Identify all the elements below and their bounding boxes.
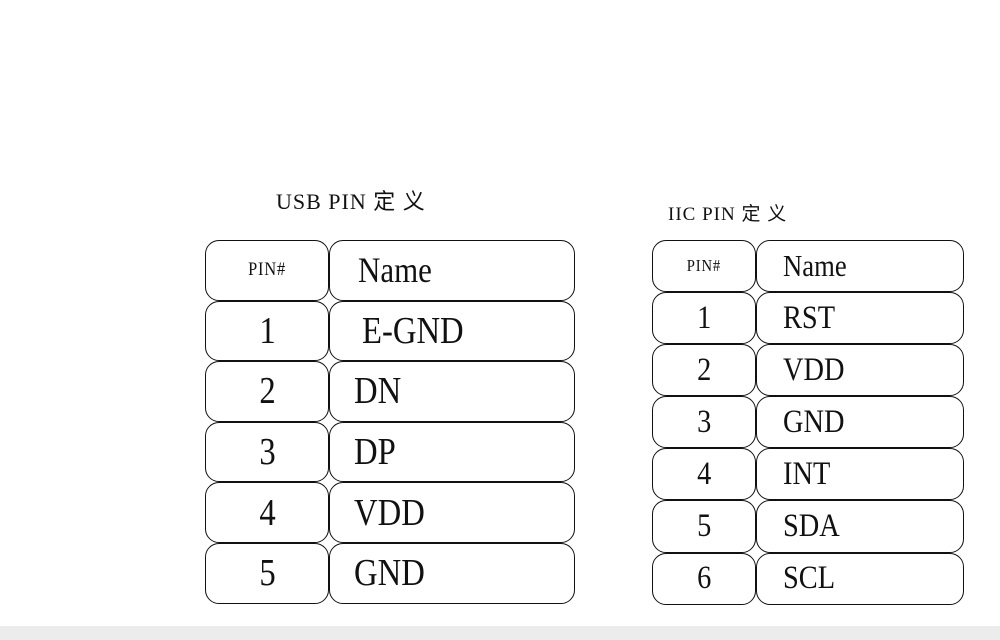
iic-table-row: 3 GND <box>652 396 964 449</box>
iic-name-cell: RST <box>756 292 964 345</box>
usb-pin-cell: 5 <box>205 542 329 604</box>
usb-pin-name: VDD <box>354 491 425 534</box>
iic-pin-name: GND <box>783 403 845 440</box>
iic-table-row: 1 RST <box>652 292 964 345</box>
iic-pin-definition-title: IIC PIN 定 义 <box>668 204 788 225</box>
usb-header-row: PIN# Name <box>205 240 575 301</box>
iic-table-row: 6 SCL <box>652 552 964 605</box>
iic-header-name-cell: Name <box>756 240 964 293</box>
iic-name-cell: INT <box>756 448 964 501</box>
iic-name-cell: SDA <box>756 500 964 553</box>
usb-pin-number: 4 <box>258 491 276 534</box>
usb-name-cell: DP <box>329 421 575 483</box>
iic-name-cell: GND <box>756 396 964 449</box>
iic-pin-table: PIN# Name 1 RST 2 VDD 3 GND 4 INT 5 SDA … <box>652 240 964 605</box>
usb-pin-cell: 3 <box>205 421 329 483</box>
usb-pin-name: E-GND <box>362 309 464 352</box>
bottom-edge-band <box>0 626 1000 640</box>
usb-table-row: 3 DP <box>205 421 575 483</box>
iic-pin-cell: 5 <box>652 500 756 553</box>
iic-pin-number: 1 <box>696 299 712 336</box>
iic-header-pin-cell: PIN# <box>652 240 756 293</box>
usb-pin-number: 5 <box>258 552 276 595</box>
iic-pin-name: INT <box>783 455 831 492</box>
usb-table-row: 1 E-GND <box>205 300 575 362</box>
iic-table-row: 5 SDA <box>652 500 964 553</box>
iic-pin-number: 3 <box>696 403 712 440</box>
iic-pin-name: SDA <box>783 508 840 545</box>
iic-pin-number: 6 <box>696 560 712 597</box>
iic-pin-cell: 2 <box>652 344 756 397</box>
usb-name-cell: DN <box>329 361 575 422</box>
usb-name-cell: E-GND <box>329 300 575 362</box>
iic-pin-name: RST <box>783 299 836 336</box>
usb-table-row: 5 GND <box>205 542 575 604</box>
iic-header-row: PIN# Name <box>652 240 964 293</box>
usb-pin-name: DP <box>354 431 396 474</box>
usb-header-name-cell: Name <box>329 240 575 301</box>
usb-pin-table: PIN# Name 1 E-GND 2 DN 3 DP 4 VDD 5 GND <box>205 240 575 604</box>
iic-table-row: 2 VDD <box>652 344 964 397</box>
usb-header-name-label: Name <box>358 250 432 291</box>
iic-pin-number: 2 <box>696 351 712 388</box>
usb-header-pin-label: PIN# <box>248 259 286 281</box>
iic-name-cell: VDD <box>756 344 964 397</box>
usb-pin-cell: 4 <box>205 482 329 543</box>
usb-pin-name: GND <box>354 552 425 595</box>
iic-header-pin-label: PIN# <box>686 256 722 276</box>
iic-pin-number: 5 <box>696 508 712 545</box>
iic-pin-cell: 4 <box>652 448 756 501</box>
usb-pin-name: DN <box>354 370 402 413</box>
usb-pin-cell: 2 <box>205 361 329 422</box>
usb-name-cell: GND <box>329 542 575 604</box>
iic-header-name-label: Name <box>783 248 847 284</box>
iic-pin-cell: 6 <box>652 552 756 605</box>
usb-header-pin-cell: PIN# <box>205 240 329 301</box>
usb-pin-definition-title: USB PIN 定 义 <box>276 189 426 214</box>
iic-pin-cell: 3 <box>652 396 756 449</box>
usb-pin-cell: 1 <box>205 300 329 362</box>
iic-table-row: 4 INT <box>652 448 964 501</box>
iic-name-cell: SCL <box>756 552 964 605</box>
usb-pin-number: 3 <box>258 431 276 474</box>
iic-pin-number: 4 <box>696 455 712 492</box>
usb-name-cell: VDD <box>329 482 575 543</box>
iic-pin-cell: 1 <box>652 292 756 345</box>
usb-table-row: 2 DN <box>205 361 575 422</box>
iic-pin-name: SCL <box>783 560 836 597</box>
iic-pin-name: VDD <box>783 351 845 388</box>
usb-pin-number: 1 <box>258 309 276 352</box>
usb-pin-number: 2 <box>258 370 276 413</box>
usb-table-row: 4 VDD <box>205 482 575 543</box>
